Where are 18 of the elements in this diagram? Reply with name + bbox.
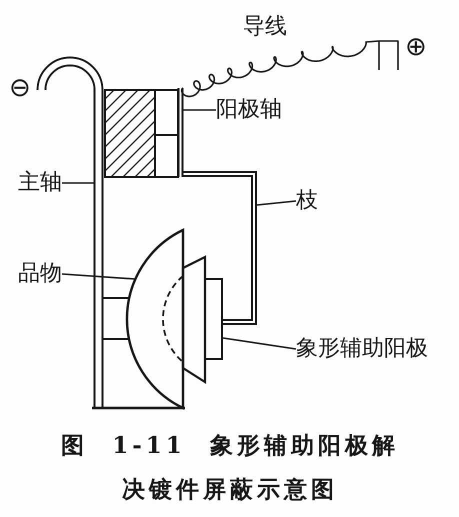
- figure-caption: 图 1-11 象形辅助阳极解决镀件屏蔽示意图: [60, 431, 400, 505]
- workpiece: [126, 228, 184, 410]
- part-label: 品物: [18, 262, 62, 286]
- leader-line: [62, 273, 136, 280]
- leader-line: [256, 200, 296, 206]
- polarity-sign: ⊕: [405, 33, 427, 61]
- leader-line: [222, 337, 296, 350]
- anode-shaft: [178, 88, 184, 177]
- part-label: 导线: [243, 15, 287, 39]
- part-label: 阳极轴: [216, 98, 282, 122]
- part-label: 枝: [296, 189, 318, 213]
- auxiliary-anode: [162, 255, 223, 384]
- leader-line: [62, 182, 94, 184]
- polarity-sign: ⊖: [9, 74, 31, 102]
- branch-arm: [183, 171, 257, 325]
- leader-line: [184, 109, 216, 111]
- part-label: 象形辅助阳极: [296, 337, 428, 361]
- part-label: 主轴: [18, 171, 62, 195]
